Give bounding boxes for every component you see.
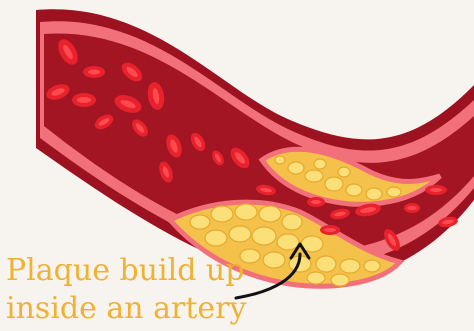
blood-cell-icon bbox=[307, 197, 325, 207]
caption-line-1: Plaque build up bbox=[6, 256, 244, 286]
blood-cell-icon bbox=[425, 185, 447, 195]
blood-cell-icon bbox=[83, 66, 105, 78]
blood-cell-icon bbox=[404, 203, 420, 213]
blood-cell-icon bbox=[72, 93, 96, 107]
blood-cell-icon bbox=[320, 225, 340, 235]
caption-line-2: inside an artery bbox=[6, 294, 246, 324]
